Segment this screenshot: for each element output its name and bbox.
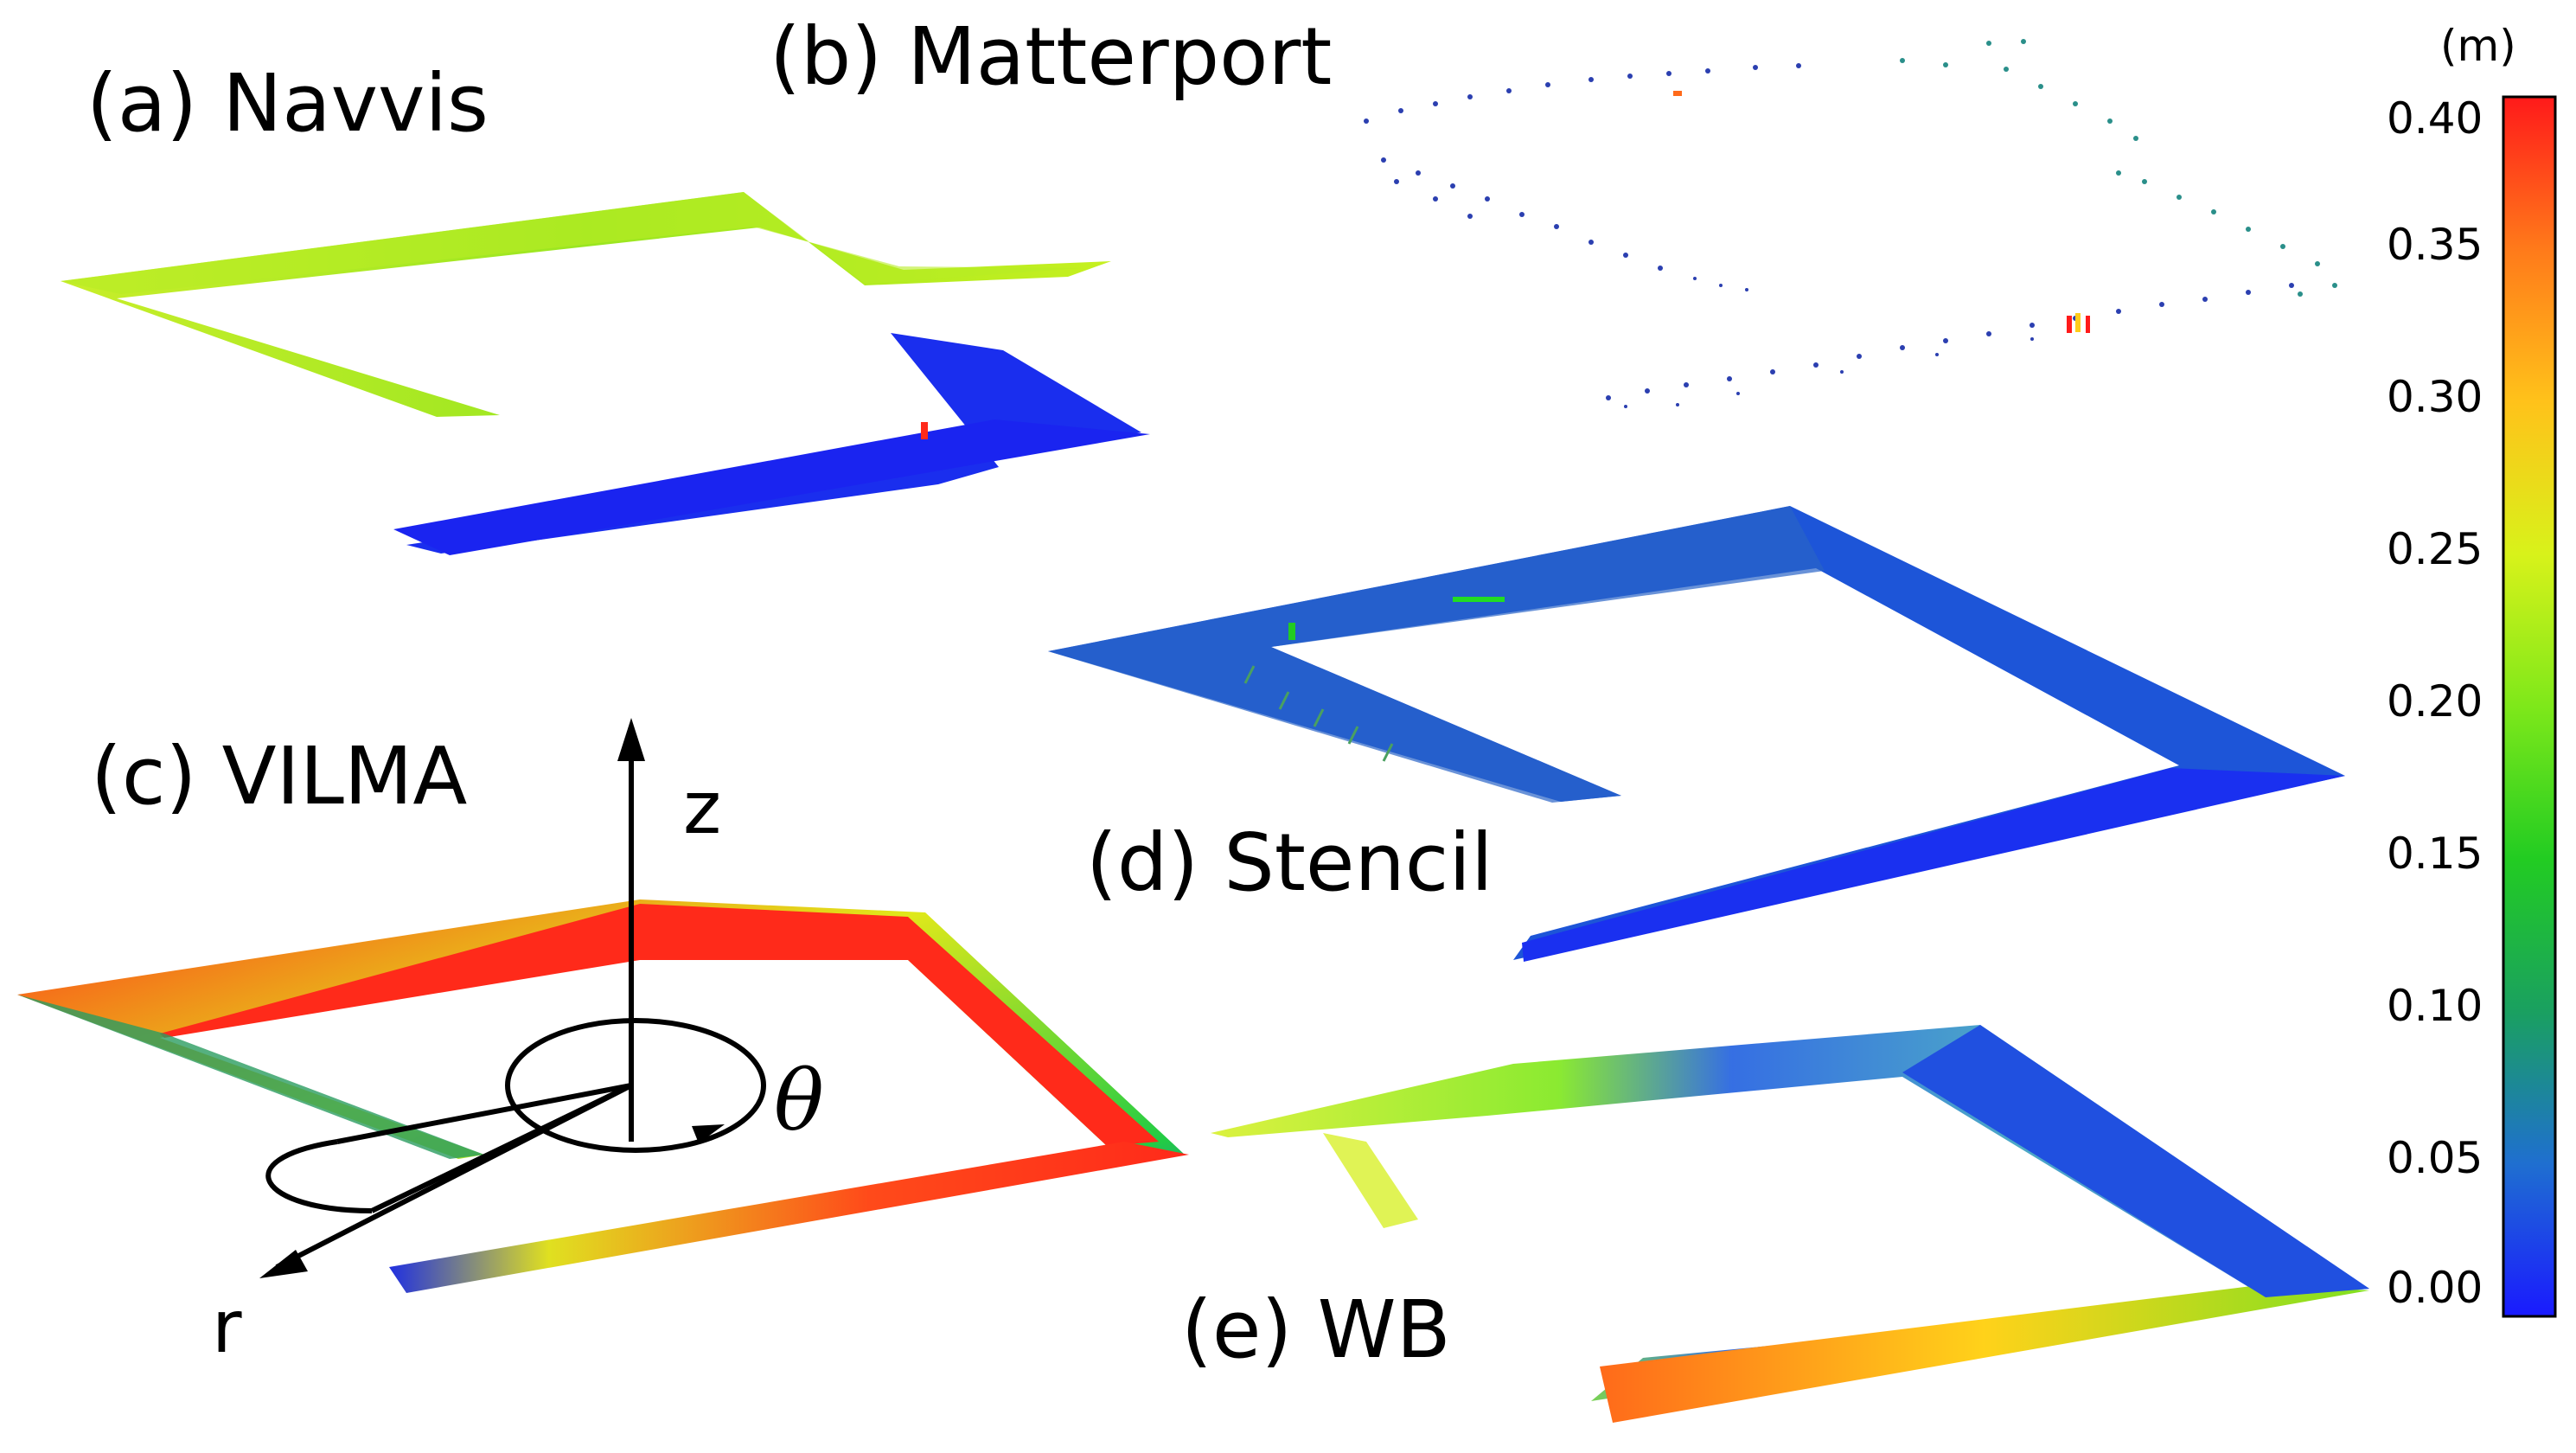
- r-axis-arrowhead: [259, 1250, 308, 1278]
- colorbar-tick: 0.25: [2387, 524, 2483, 574]
- coordinate-axes: [259, 718, 766, 1278]
- wb-point-cloud: [1211, 1025, 2369, 1423]
- vilma-point-cloud: [17, 899, 1189, 1293]
- theta-rotation-ellipse: [505, 1018, 766, 1153]
- colorbar-tick: 0.35: [2387, 220, 2483, 270]
- colorbar-unit: (m): [2440, 21, 2516, 71]
- colorbar-tick: 0.00: [2387, 1263, 2483, 1313]
- panel-label-a: (a) Navvis: [86, 57, 489, 150]
- panel-label-b: (b) Matterport: [770, 10, 1333, 103]
- colorbar: [2502, 95, 2557, 1318]
- azimuth-line: [370, 1083, 633, 1213]
- colorbar-tick: 0.10: [2387, 981, 2483, 1031]
- axis-label-theta: θ: [774, 1053, 824, 1149]
- panel-label-d: (d) Stencil: [1086, 816, 1493, 909]
- z-axis-arrowhead: [617, 718, 645, 761]
- panel-label-c: (c) VILMA: [91, 730, 468, 823]
- origin-ref-line: [336, 1083, 632, 1144]
- navvis-point-cloud: [61, 192, 1150, 555]
- stencil-point-cloud: [1048, 506, 2345, 962]
- colorbar-tick: 0.40: [2387, 93, 2483, 144]
- theta-arrowhead: [692, 1124, 725, 1143]
- axis-label-r: r: [212, 1284, 242, 1369]
- axis-label-z: z: [683, 765, 722, 850]
- panel-label-e: (e) WB: [1181, 1283, 1451, 1376]
- colorbar-tick: 0.05: [2387, 1133, 2483, 1183]
- colorbar-tick: 0.30: [2387, 372, 2483, 422]
- azimuth-arc: [265, 1139, 373, 1213]
- matterport-point-cloud: [1364, 39, 2337, 408]
- colorbar-gradient: [2502, 95, 2557, 1318]
- colorbar-tick: 0.20: [2387, 676, 2483, 726]
- colorbar-tick: 0.15: [2387, 829, 2483, 879]
